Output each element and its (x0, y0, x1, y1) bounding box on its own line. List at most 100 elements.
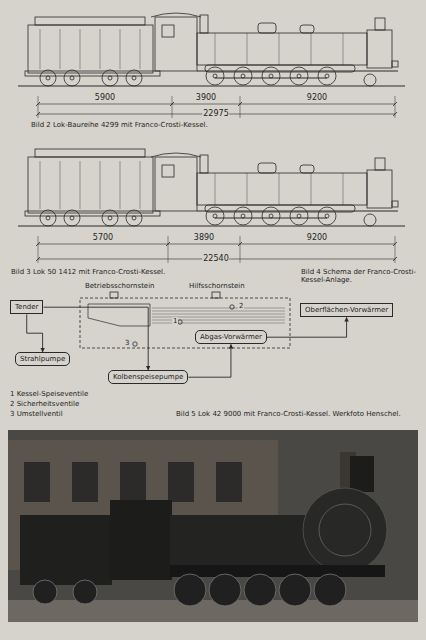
tender-rib (60, 29, 61, 69)
photo-tender-wheel (73, 580, 97, 604)
pony-wheel (364, 74, 376, 86)
smokebox (367, 30, 392, 68)
dimension-tick (393, 257, 397, 261)
dimension-tick (166, 242, 170, 246)
driving-wheel (262, 207, 280, 225)
locomotive-drawing (18, 13, 405, 86)
extension-line (172, 96, 173, 118)
extension-line (240, 96, 241, 118)
cab-window (162, 165, 174, 177)
safety-valve-symbol (230, 305, 234, 309)
locomotive-drawing (18, 149, 405, 226)
axle (108, 216, 112, 220)
steam-dome (258, 23, 276, 33)
tender-rib (100, 29, 101, 69)
sand-dome (300, 165, 314, 173)
rail (18, 86, 405, 87)
dimension-tick (36, 257, 40, 261)
photo-smokebox-door (319, 504, 371, 556)
schema-box: Tender (10, 300, 43, 314)
photo-cab (110, 500, 172, 580)
tender-rib (40, 29, 41, 69)
dimension-label: 3890 (193, 233, 215, 243)
boiler-band (311, 33, 312, 65)
axle (132, 76, 136, 80)
boiler-tube (152, 308, 285, 309)
tender-wheel (102, 210, 118, 226)
dimension-tick (170, 102, 174, 106)
driving-wheel (234, 207, 252, 225)
callout-number: 3 (124, 339, 130, 347)
dimension-tick (36, 112, 40, 116)
auxiliary-chimney (212, 292, 220, 298)
cab (155, 157, 197, 211)
driving-wheel (234, 67, 252, 85)
photo-frame (8, 430, 418, 622)
dimension-label: 22540 (202, 254, 229, 264)
ground (8, 600, 418, 622)
driving-wheel (290, 67, 308, 85)
shed-window (72, 462, 98, 502)
boiler-band (215, 33, 216, 65)
tender-rib (140, 161, 141, 209)
dimension-tick (238, 242, 242, 246)
dimension-tick (393, 242, 397, 246)
tender-body (28, 25, 153, 73)
dimension-label: 5700 (92, 233, 114, 243)
chimney (375, 158, 385, 170)
tender-coal-box (35, 149, 145, 157)
boiler-outline (80, 298, 290, 348)
dimension-label: 5900 (94, 93, 116, 103)
tender-rib (120, 29, 121, 69)
boiler (197, 173, 367, 205)
photo-wheel (314, 574, 346, 606)
photo-wheel (279, 574, 311, 606)
shed-window (216, 462, 242, 502)
dimension-line (38, 104, 395, 105)
pony-wheel (364, 214, 376, 226)
photo-wheel (209, 574, 241, 606)
dimension-tick (393, 102, 397, 106)
water-pipe (27, 314, 43, 352)
tender-frame (25, 71, 160, 76)
driving-wheel (290, 207, 308, 225)
boiler-band (247, 33, 248, 65)
box-label: Strahlpumpe (20, 355, 65, 363)
tender-wheel (102, 70, 118, 86)
main-frame (197, 71, 398, 72)
photo-wheel (174, 574, 206, 606)
dimension-tick (36, 242, 40, 246)
driving-wheel (318, 67, 336, 85)
photo-tender (20, 515, 112, 585)
tender-wheel (64, 210, 80, 226)
axle (132, 216, 136, 220)
tender-wheel (64, 70, 80, 86)
legend-text: 2 Sicherheitsventile (10, 400, 79, 408)
boiler-band (343, 33, 344, 65)
sand-dome (300, 25, 314, 33)
side-chimney (200, 155, 208, 173)
driving-wheel (206, 67, 224, 85)
box-label: Abgas-Vorwärmer (200, 333, 262, 341)
tender-rib (40, 161, 41, 209)
tender-wheel (126, 210, 142, 226)
boiler (197, 33, 367, 65)
boiler-tube (152, 311, 285, 312)
tender-wheel (40, 70, 56, 86)
tender-rib (80, 161, 81, 209)
shed-window (168, 462, 194, 502)
caption-label: Bild 4 Schema der Franco-Crosti-Kessel-A… (300, 268, 417, 285)
boiler-band (247, 173, 248, 205)
legend-row: 3 Umstellventil (10, 410, 63, 419)
axle (70, 76, 74, 80)
photo-frame-bar (170, 565, 385, 577)
box-label: Kolbenspeisepumpe (113, 373, 183, 381)
photo-smokebox (303, 488, 387, 572)
dimension-label: 9200 (306, 93, 328, 103)
tender-coal-box (35, 17, 145, 25)
axle (46, 216, 50, 220)
boiler-tube (152, 314, 285, 315)
tender-rib (60, 161, 61, 209)
caption-label: Betriebsschornstein (84, 282, 156, 290)
